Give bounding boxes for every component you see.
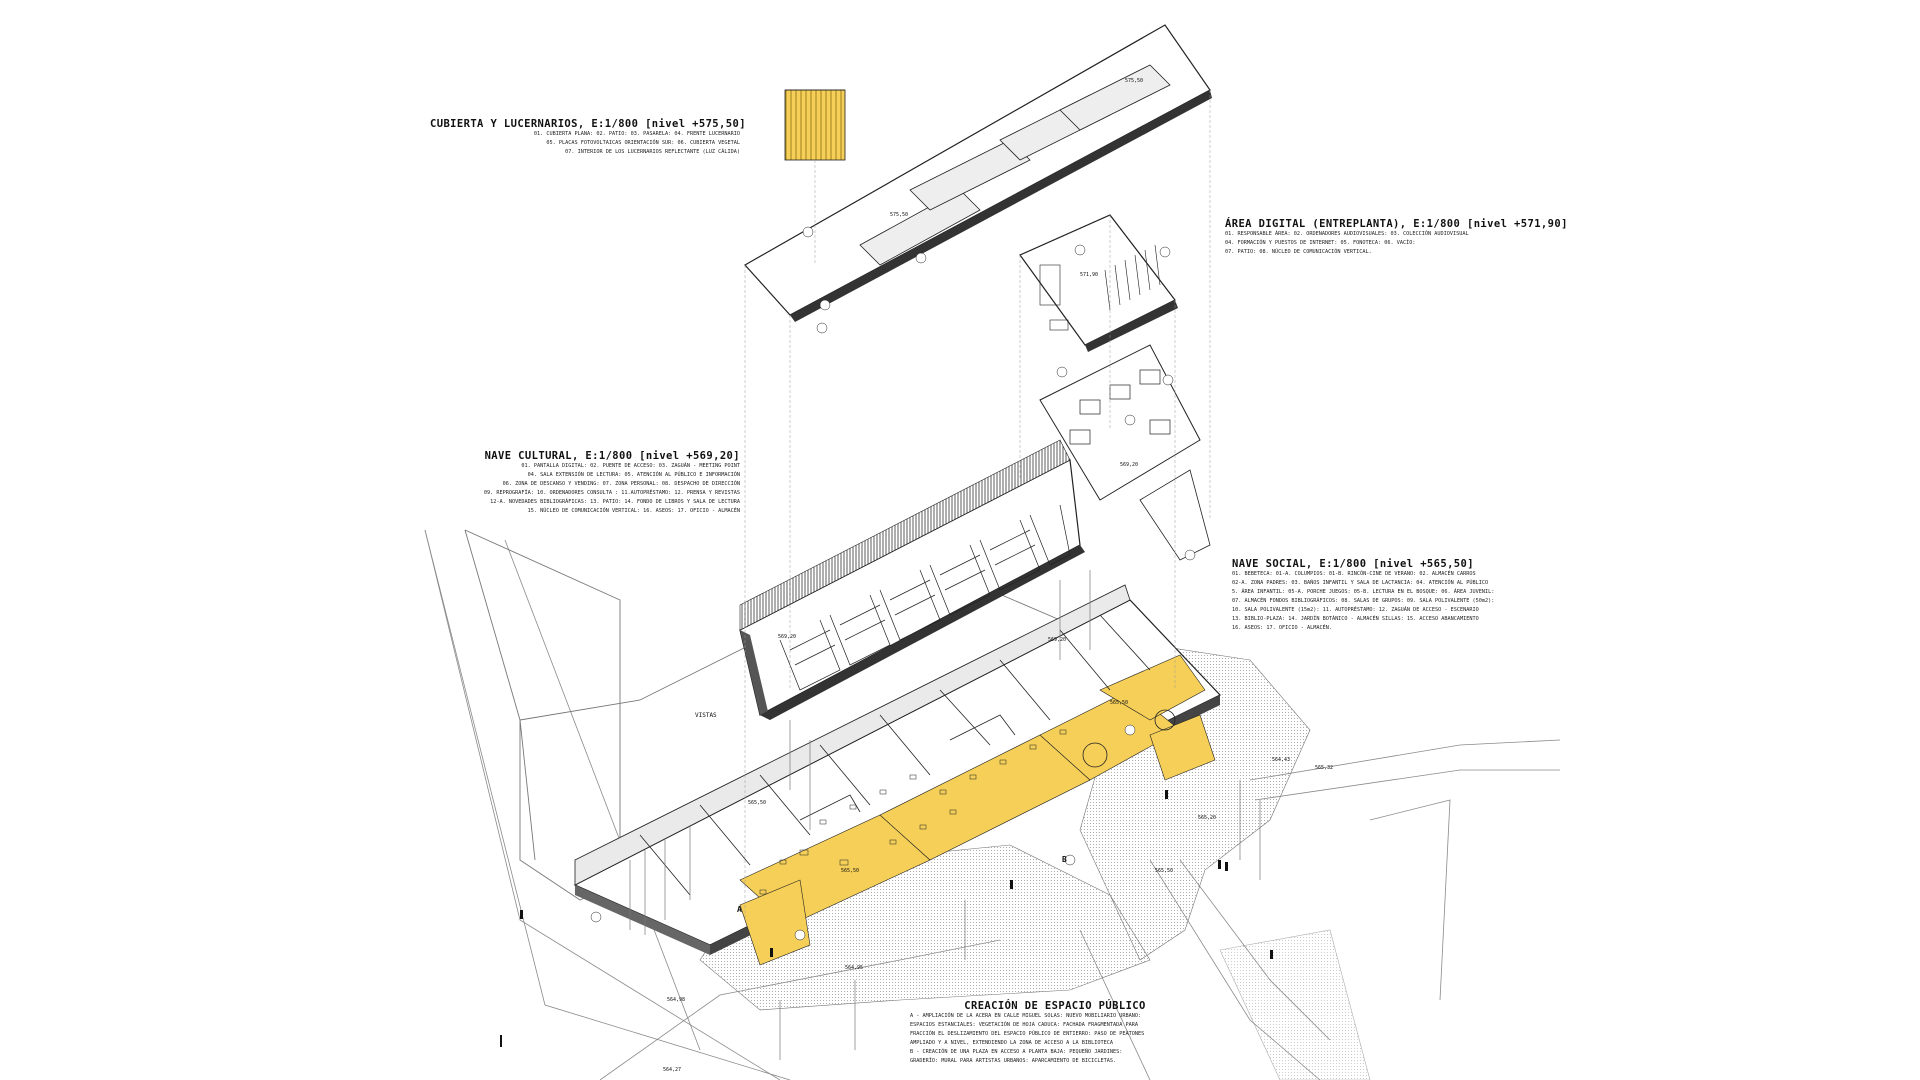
cultural-line: 15. NÚCLEO DE COMUNICACIÓN VERTICAL: 16.… [527, 508, 740, 514]
cultural-line: 12-A. NOVEDADES BIBLIOGRÁFICAS: 13. PATI… [490, 499, 740, 505]
cultural-title: NAVE CULTURAL, E:1/800 [nivel +569,20] [484, 450, 740, 462]
level-tag: 565,50 [1155, 868, 1174, 874]
cultural-legend: NAVE CULTURAL, E:1/800 [nivel +569,20] 0… [410, 450, 740, 516]
trees [629, 570, 1261, 1060]
level-tag: 565,32 [1315, 765, 1334, 771]
zone-b-label: B [1062, 855, 1067, 864]
level-tag: 575,50 [1125, 78, 1144, 84]
roof-level [744, 24, 1212, 322]
level-tag: 569,20 [1120, 462, 1139, 468]
cultural-line: 01. PANTALLA DIGITAL: 02. PUENTE DE ACCE… [521, 463, 740, 469]
social-title: NAVE SOCIAL, E:1/800 [nivel +565,50] [1232, 558, 1474, 570]
people-figures [500, 790, 1273, 1047]
social-legend: NAVE SOCIAL, E:1/800 [nivel +565,50] 01.… [1232, 558, 1494, 633]
area-digital-floor [1019, 214, 1178, 352]
public-space-line: GRADERÍO: MURAL PARA ARTISTAS URBANOS: A… [910, 1058, 1117, 1064]
digital-title: ÁREA DIGITAL (ENTREPLANTA), E:1/800 [niv… [1225, 218, 1568, 230]
digital-legend: ÁREA DIGITAL (ENTREPLANTA), E:1/800 [niv… [1225, 218, 1568, 257]
room-tags [590, 226, 1196, 941]
public-space-line: B - CREACIÓN DE UNA PLAZA EN ACCESO A PL… [910, 1049, 1123, 1055]
cultural-line: 06. ZONA DE DESCANSO Y VENDING: 07. ZONA… [502, 481, 740, 487]
roof-line: 01. CUBIERTA PLANA: 02. PATIO: 03. PASAR… [533, 131, 740, 137]
digital-line: 07. PATIO: 08. NÚCLEO DE COMUNICACIÓN VE… [1225, 249, 1372, 255]
digital-line: 04. FORMACIÓN Y PUESTOS DE INTERNET: 05.… [1225, 240, 1416, 246]
social-line: 10. SALA POLIVALENTE (15m2): 11. AUTOPRÉ… [1232, 607, 1479, 613]
social-line: 01. BEBETECA: 01-A. COLUMPIOS: 01-B. RIN… [1232, 571, 1476, 577]
public-space-line: ESPACIOS ESTANCIALES: VEGETACIÓN DE HOJA… [910, 1022, 1138, 1028]
level-tag: 564,27 [663, 1067, 682, 1073]
social-line: 02-A. ZONA PADRES: 03. BAÑOS INFANTIL Y … [1232, 580, 1489, 586]
level-tag: 565,50 [748, 800, 767, 806]
nave-social-walls [639, 614, 1176, 896]
level-tag: 571,90 [1080, 272, 1099, 278]
social-line: 07. ALMACÉN FONDOS BIBLIOGRÁFICOS: 08. S… [1232, 598, 1495, 604]
social-line: 5. ÁREA INFANTIL: 05-A. PORCHE JUEGOS: 0… [1232, 589, 1495, 595]
level-tag: 565,50 [841, 868, 860, 874]
roof-line: 07. INTERIOR DE LOS LUCERNARIOS REFLECTA… [565, 149, 740, 155]
public-space-title: CREACIÓN DE ESPACIO PÚBLICO [964, 1000, 1146, 1012]
level-tag: 569,20 [778, 634, 797, 640]
level-tag: 565,20 [1198, 815, 1217, 821]
social-line: 16. ASEOS: 17. OFICIO - ALMACÉN. [1232, 625, 1332, 631]
level-tag: 565,50 [1110, 700, 1129, 706]
level-tag: 564,95 [845, 965, 864, 971]
vistas-label: VISTAS [695, 712, 717, 719]
roof-title: CUBIERTA Y LUCERNARIOS, E:1/800 [nivel +… [430, 118, 746, 130]
roof-line: 05. PLACAS FOTOVOLTAICAS ORIENTACIÓN SUR… [546, 140, 740, 146]
level-tag: 575,50 [890, 212, 909, 218]
digital-line: 01. RESPONSABLE ÁREA: 02. ORDENADORES AU… [1225, 231, 1469, 237]
cultural-line: 04. SALA EXTENSIÓN DE LECTURA: 05. ATENC… [527, 472, 740, 478]
social-line: 13. BIBLIO-PLAZA: 14. JARDÍN BOTÁNICO - … [1232, 616, 1479, 622]
public-space-line: A - AMPLIACIÓN DE LA ACERA EN CALLE MIGU… [910, 1013, 1142, 1019]
level-tag: 569,20 [1048, 637, 1067, 643]
public-space-line: FRACCIÓN EL DESLIZAMIENTO DEL ESPACIO PÚ… [910, 1031, 1145, 1037]
nave-social-furniture [759, 729, 1067, 895]
zone-a-label: A [737, 905, 742, 914]
cultural-line: 09. REPROGRAFÍA: 10. ORDENADORES CONSULT… [483, 490, 740, 496]
nave-social-floor [573, 584, 1221, 966]
projection-lines [744, 90, 1211, 920]
level-tag: 564,98 [667, 997, 686, 1003]
public-space-line: AMPLIADO Y A NIVEL, EXTENDIENDO LA ZONA … [910, 1040, 1114, 1046]
public-space-legend: CREACIÓN DE ESPACIO PÚBLICO A - AMPLIACI… [910, 1000, 1200, 1066]
roof-legend: CUBIERTA Y LUCERNARIOS, E:1/800 [nivel +… [430, 118, 746, 157]
level-tag: 564,43 [1272, 757, 1291, 763]
